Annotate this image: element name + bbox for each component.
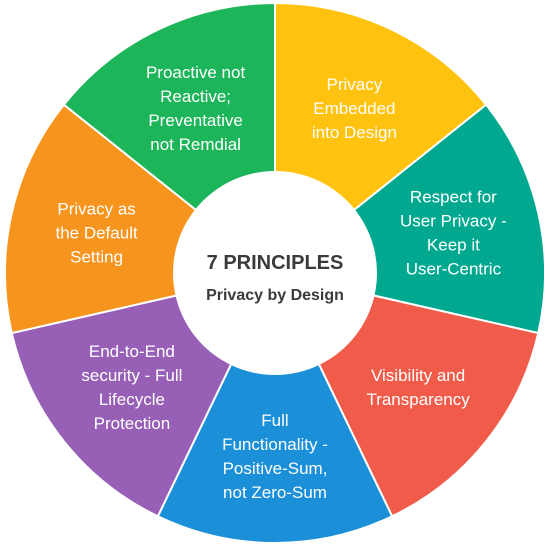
segment-label-line: End-to-End	[89, 342, 175, 361]
segment-label-line: Protection	[94, 414, 171, 433]
segment-4	[156, 270, 394, 544]
segment-label-line: Embedded	[313, 99, 395, 118]
segment-label-line: Transparency	[366, 390, 470, 409]
segment-label-line: not Remdial	[150, 135, 241, 154]
segment-label-line: not Zero-Sum	[223, 483, 327, 502]
segment-label-line: Preventative	[148, 111, 243, 130]
segment-label-line: Privacy	[327, 75, 383, 94]
center-subtitle: Privacy by Design	[206, 287, 344, 304]
segment-label-line: Lifecycle	[99, 390, 165, 409]
segment-label-line: Reactive;	[160, 87, 231, 106]
segment-label-line: Full	[261, 411, 288, 430]
center-title: 7 PRINCIPLES	[207, 252, 344, 274]
center-circle	[173, 171, 377, 375]
segment-label-line: the Default	[55, 223, 137, 242]
segment-label-line: Proactive not	[146, 63, 245, 82]
segment-label-line: Privacy as	[57, 199, 135, 218]
segment-label-line: Setting	[70, 247, 123, 266]
segment-label-line: into Design	[312, 123, 397, 142]
segment-label-line: User Privacy -	[400, 211, 507, 230]
segment-label-line: Keep it	[427, 235, 480, 254]
segment-label-line: Positive-Sum,	[223, 459, 328, 478]
segment-label-line: security - Full	[81, 366, 182, 385]
segment-label-line: Functionality -	[222, 435, 328, 454]
segment-label-line: Visibility and	[371, 366, 465, 385]
segment-label-line: Respect for	[410, 187, 497, 206]
segment-label-line: User-Centric	[406, 259, 502, 278]
